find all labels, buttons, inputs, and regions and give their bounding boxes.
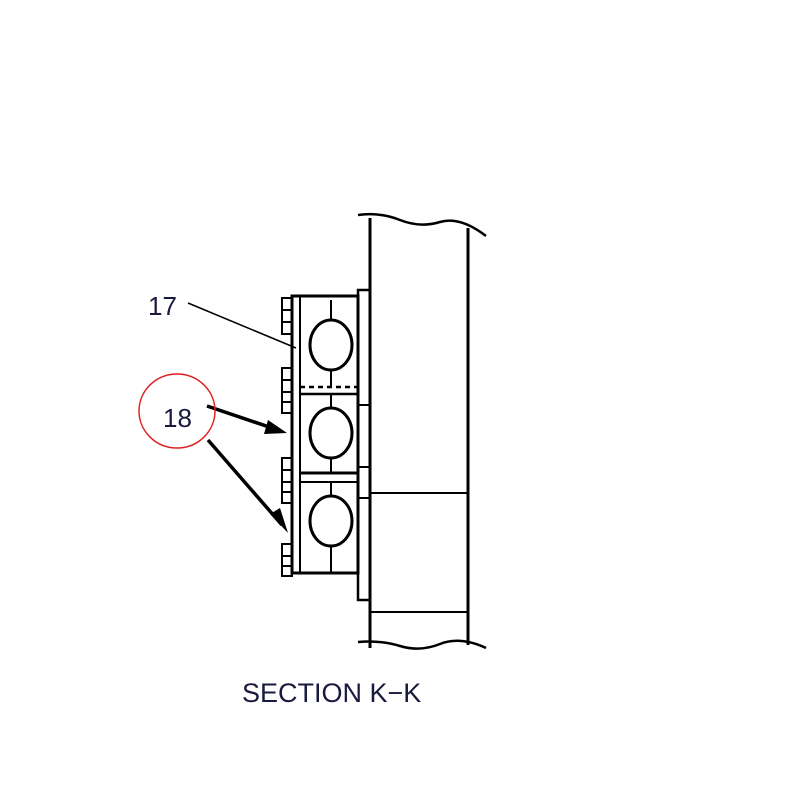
arrowheads bbox=[264, 420, 288, 533]
clamp-block bbox=[290, 294, 360, 575]
leader-17 bbox=[187, 302, 297, 349]
leader-18 bbox=[206, 404, 284, 527]
highlight-circle bbox=[138, 373, 216, 449]
column bbox=[357, 212, 487, 650]
backing-plate bbox=[356, 288, 372, 602]
bolt-heads bbox=[281, 297, 293, 577]
callout-18: 18 bbox=[163, 403, 192, 433]
section-caption: SECTION K−K bbox=[242, 678, 421, 708]
callout-17: 17 bbox=[148, 291, 177, 321]
